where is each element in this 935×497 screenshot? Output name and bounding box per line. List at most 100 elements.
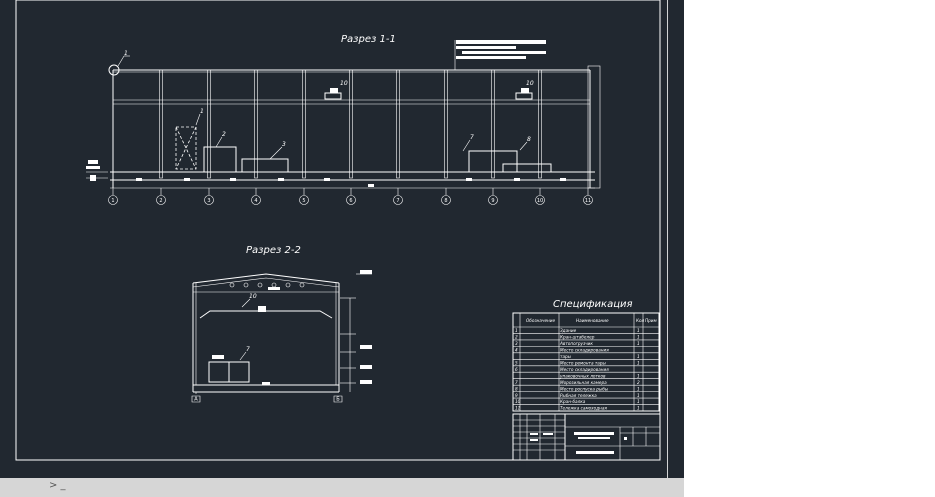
command-prompt: > _: [49, 480, 66, 491]
freezer-pair: 7: [208, 346, 250, 383]
axis-label: 3: [207, 198, 210, 204]
spec-row-pos: 1: [515, 328, 518, 333]
spec-row-name: Морозильная камера: [560, 380, 607, 385]
spec-row-qty: 1: [637, 354, 640, 359]
axis-label: 5: [302, 198, 305, 204]
section-1-columns: [159, 69, 542, 179]
spec-row-qty: 1: [637, 335, 640, 340]
spec-row-name: Место ремонта тары: [560, 360, 607, 365]
callout-2-10: 10: [249, 293, 257, 300]
spec-header-qty: Кол: [636, 318, 645, 323]
spec-row-name: Автопогрузчик: [559, 341, 593, 346]
axis-bubble: [535, 195, 545, 205]
column: [207, 69, 211, 179]
section-2-axes: А Б: [191, 392, 343, 403]
spec-row-pos: 3: [515, 341, 518, 346]
spec-row-pos: 8: [515, 386, 518, 391]
callout-2-7: 7: [246, 346, 250, 353]
axis-bubble: [156, 195, 166, 205]
dimension-chain-right: [340, 270, 372, 392]
callout-1: 1: [124, 50, 128, 57]
column: [302, 69, 306, 179]
axis-label: 9: [491, 198, 494, 204]
freezer-box: [468, 150, 518, 173]
axis-label: 7: [396, 198, 399, 204]
column: [396, 69, 400, 179]
axis-bubble: [393, 195, 403, 205]
spec-row-name: Кран-балка: [560, 399, 586, 404]
column-marker-circle: [108, 64, 120, 76]
axis-label: 11: [585, 198, 591, 204]
spec-row-qty: 1: [637, 386, 640, 391]
axis-label: 8: [444, 198, 447, 204]
column: [538, 69, 542, 179]
axis-label: 2: [159, 198, 162, 204]
spec-row-pos: 4: [515, 348, 518, 353]
spec-row-qty: 1: [637, 406, 640, 411]
section-1-axes: 1 2 3 4 5 6 7 8 9 10 11: [108, 188, 593, 205]
roof-lights: [229, 282, 305, 290]
equipment-section-1: 1 2 3 7 8 10 10: [175, 80, 552, 173]
spec-row-qty: 1: [637, 399, 640, 404]
callout-2: 2: [222, 131, 226, 138]
axis-label: 4: [254, 198, 257, 204]
spec-title: Спецификация: [553, 299, 633, 310]
spec-row-pos: 9: [515, 393, 518, 398]
spec-header-designation: Обозначение: [526, 318, 555, 323]
column: [349, 69, 353, 179]
spec-row-qty: 1: [637, 360, 640, 365]
spec-header-note: Прим: [645, 318, 657, 323]
axis-bubble: [488, 195, 498, 205]
spec-row-pos: 7: [515, 380, 518, 385]
spec-row-name: Место роспуска рыбы: [560, 386, 609, 391]
axis-bubble: [251, 195, 261, 205]
axis-bubble: [583, 195, 593, 205]
spec-row-name: Тележка самоходная: [560, 406, 607, 411]
callout-10a: 10: [340, 80, 348, 87]
spec-row-name: Рыбная тележка: [560, 393, 597, 398]
axis-bubble: [204, 195, 214, 205]
spec-row-name: Кран-штабелер: [560, 335, 595, 340]
callout-7: 7: [470, 134, 474, 141]
storage-box: [241, 158, 289, 173]
spec-row-name: Место складирования: [560, 348, 609, 353]
axis-label: 6: [349, 198, 352, 204]
spec-row-qty: 1: [637, 373, 640, 378]
spec-row-pos: 10: [515, 399, 521, 404]
forklift-box: [203, 146, 237, 173]
crane-beam-1: [324, 92, 342, 100]
column: [444, 69, 448, 179]
column: [159, 69, 163, 179]
axis-A: А: [194, 397, 198, 403]
callout-8: 8: [527, 136, 531, 143]
title-block: [512, 413, 661, 461]
building-section-2: [192, 273, 340, 393]
spec-row-pos: 6: [515, 367, 518, 372]
axis-label: 1: [111, 198, 114, 204]
spec-row-name: упаковочных лотков: [559, 373, 606, 378]
stacker-crane: [175, 126, 197, 170]
command-line-bar[interactable]: > _: [0, 478, 684, 497]
axis-label: 10: [537, 198, 543, 204]
callout-crane: 1: [200, 108, 204, 115]
callout-3: 3: [282, 141, 286, 148]
axis-bubble: [108, 195, 118, 205]
axis-B: Б: [336, 397, 340, 403]
spec-row-qty: 1: [637, 328, 640, 333]
spec-row-name: тары: [560, 354, 572, 359]
spec-row-pos: 5: [515, 360, 518, 365]
spec-row-qty: 1: [637, 341, 640, 346]
spec-row-qty: 1: [637, 393, 640, 398]
section-1-heading-block: [454, 40, 546, 70]
sheet-edge-line: [667, 0, 668, 478]
spec-row-name: Здание: [560, 328, 577, 333]
spec-row-name: Место складирования: [560, 367, 609, 372]
ground-markers: [136, 178, 566, 187]
elevation-marker-left: [86, 160, 108, 181]
spec-row-pos: 2: [515, 335, 518, 340]
axis-bubble: [299, 195, 309, 205]
section-1-title: Разрез 1-1: [341, 34, 396, 45]
crane-beam-2: [515, 92, 533, 100]
